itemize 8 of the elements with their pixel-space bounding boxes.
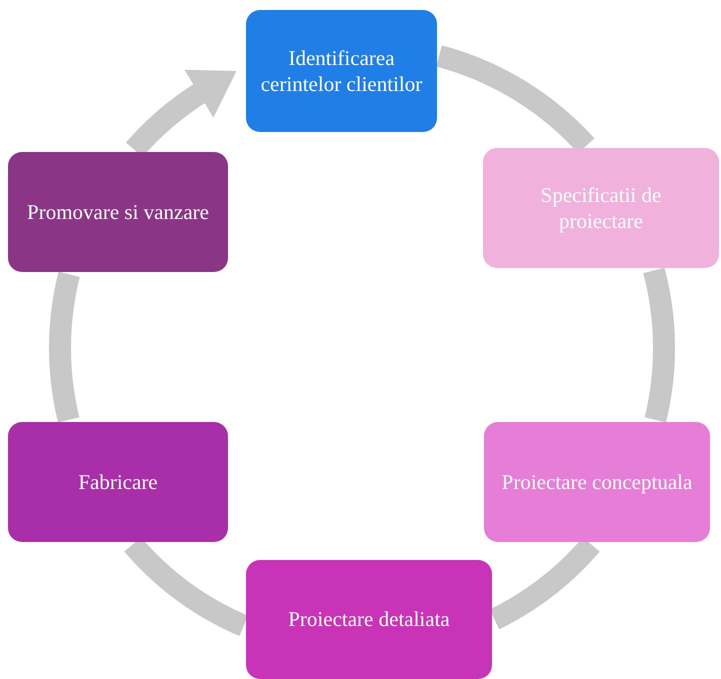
process-box: Proiectare conceptuala <box>484 422 710 542</box>
process-box: Identificarea cerintelor clientilor <box>246 10 437 132</box>
process-box: Fabricare <box>8 422 228 542</box>
cycle-arc <box>643 268 675 422</box>
process-box: Specificatii de proiectare <box>483 148 719 268</box>
process-box: Promovare si vanzare <box>8 152 228 272</box>
process-box: Proiectare detaliata <box>246 560 492 679</box>
cycle-arc <box>49 272 80 422</box>
